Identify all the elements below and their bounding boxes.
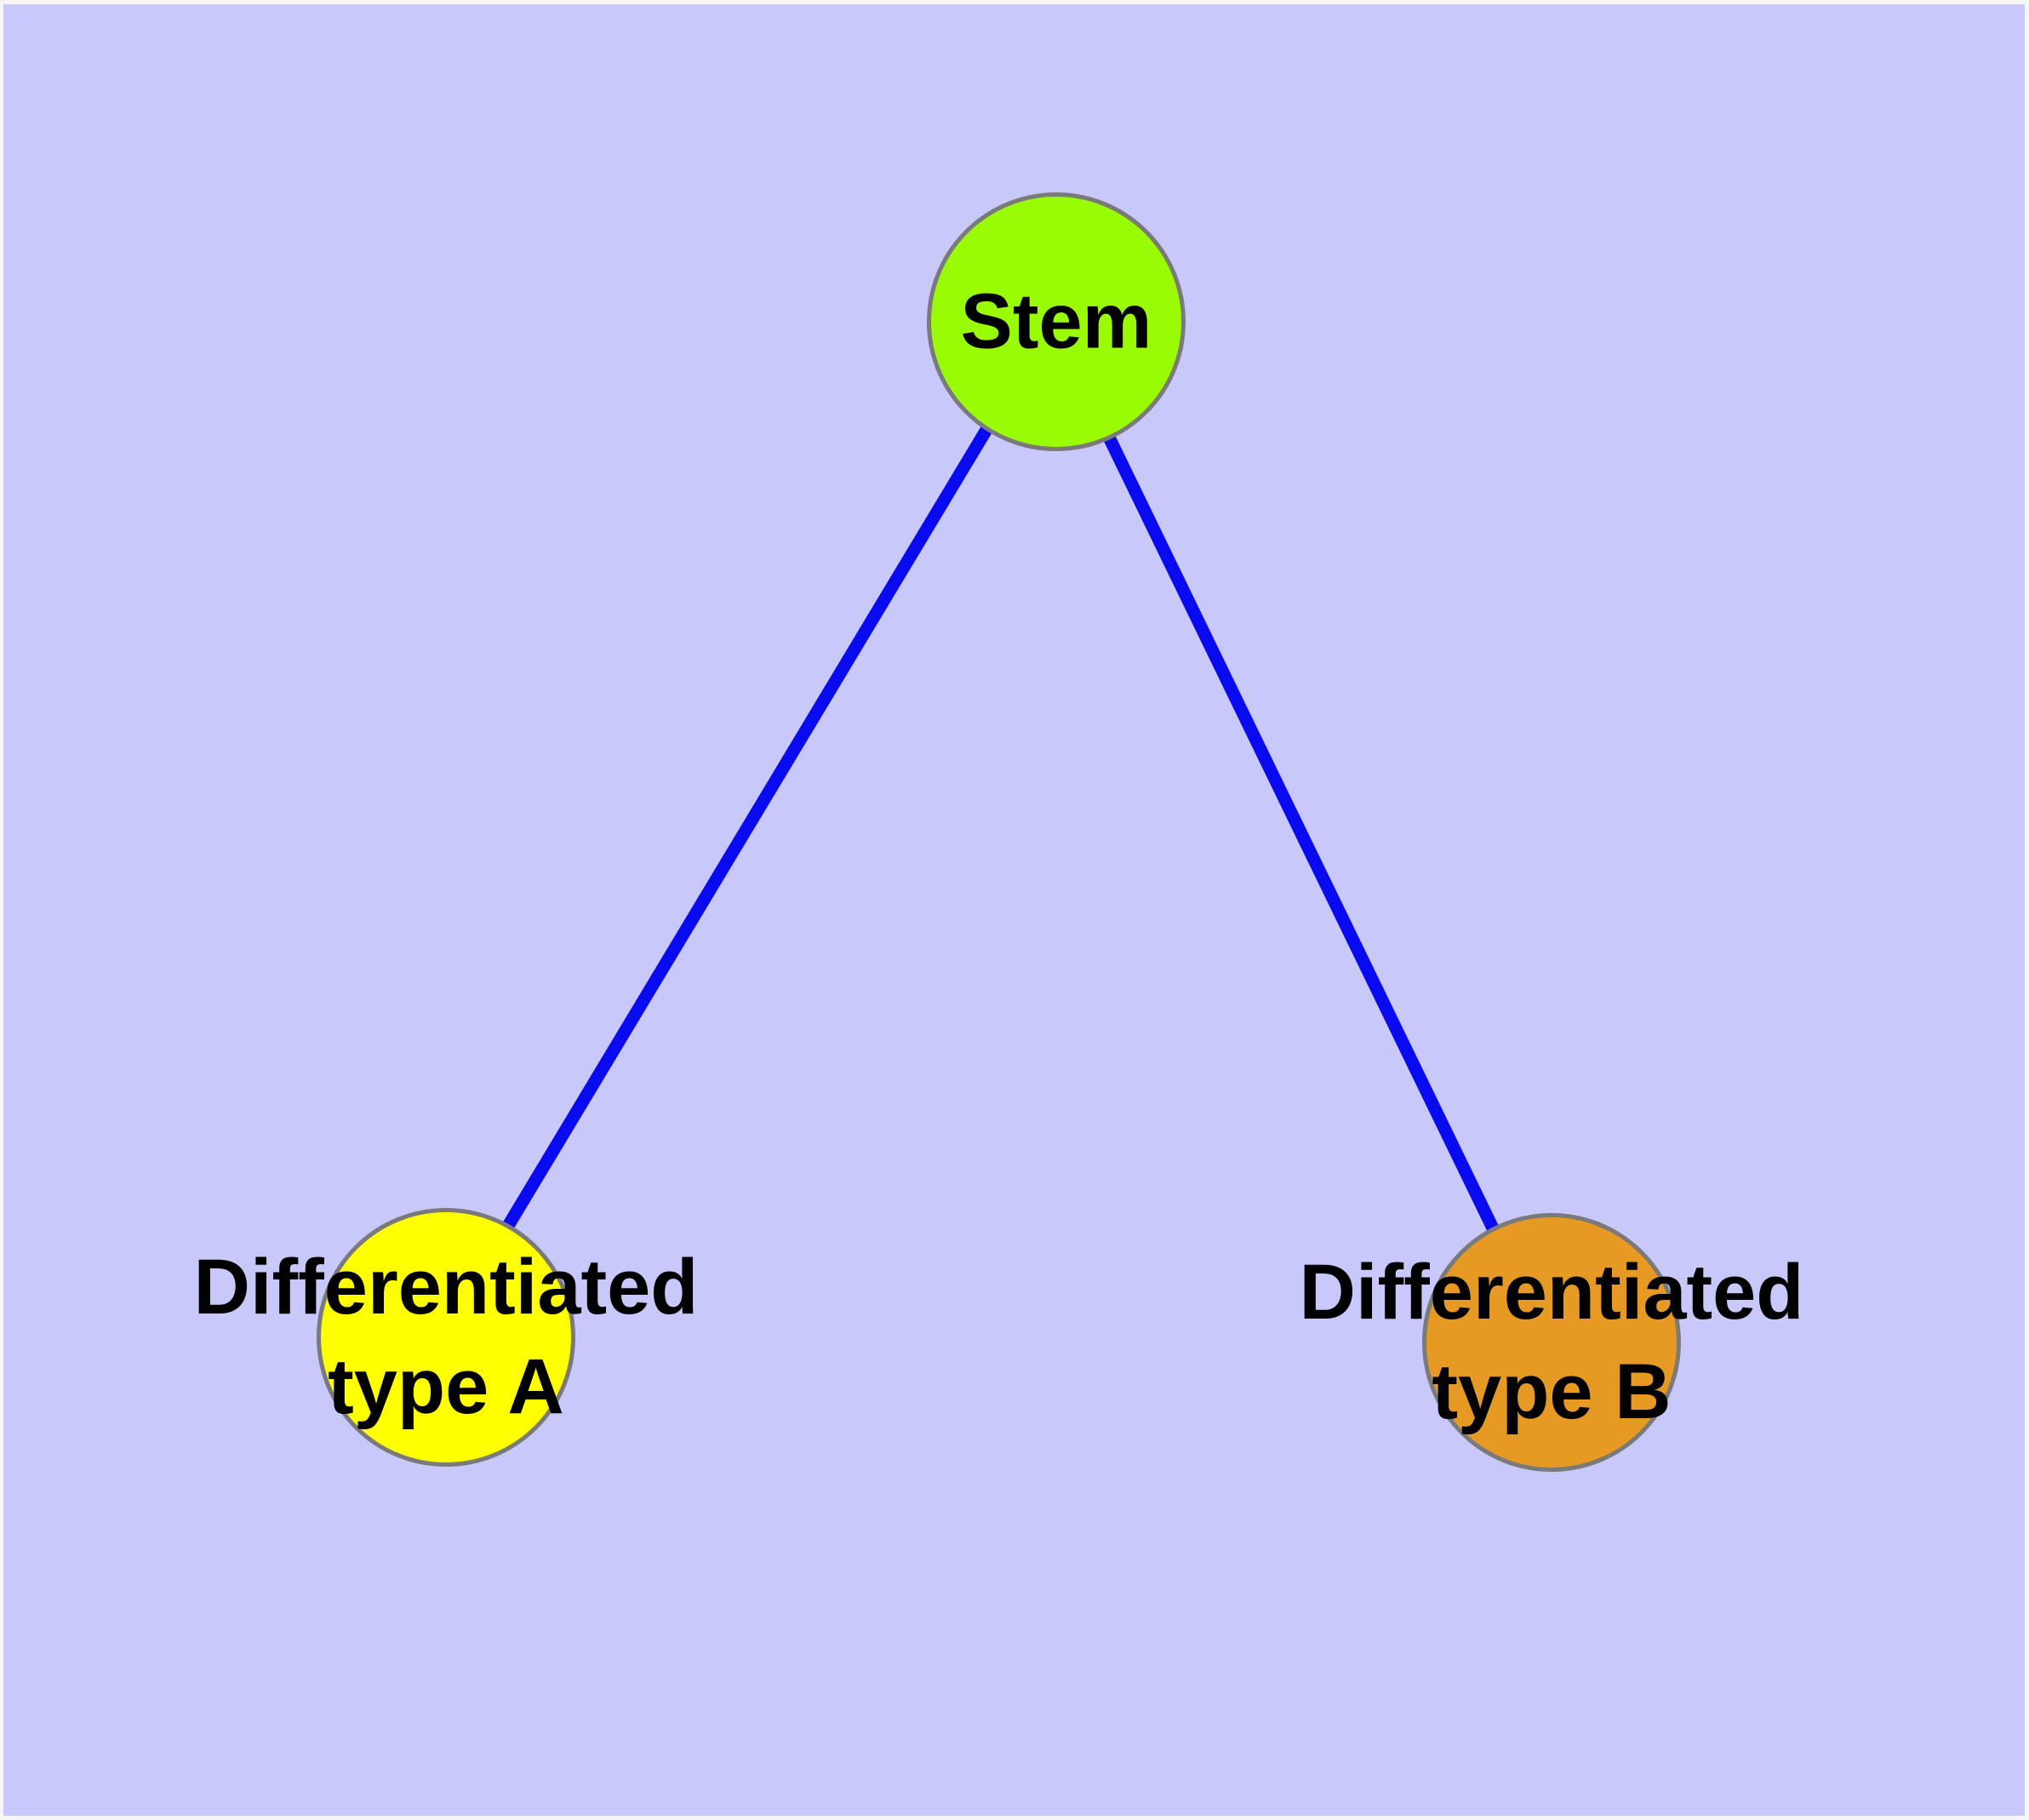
diagram-background: Stem Differentiated type A Differentiate…	[3, 4, 2025, 1816]
node-stem[interactable]	[927, 192, 1186, 451]
edge-stem-to-differentiated-type-b[interactable]	[1046, 317, 1552, 1339]
edge-stem-to-differentiated-type-a[interactable]	[439, 317, 1058, 1335]
node-differentiated-type-a[interactable]	[317, 1208, 575, 1467]
node-differentiated-type-b[interactable]	[1422, 1213, 1681, 1472]
edges-layer	[439, 317, 1552, 1339]
